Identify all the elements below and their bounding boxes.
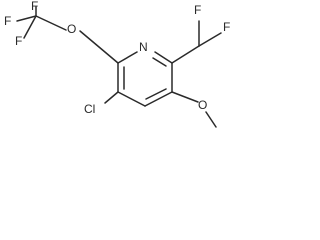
atom-labels: F F F O N F F Cl O [4, 0, 230, 116]
bond-cf3-o [35, 15, 67, 31]
atom-label-cf3-f-bottom: F [15, 34, 22, 48]
atom-label-cf3-f-left: F [4, 14, 11, 28]
chemical-structure: F F F O N F F Cl O [4, 0, 230, 128]
bond-chf2-f-right [198, 32, 222, 47]
bonds [16, 6, 222, 128]
bond-c2-n [117, 51, 138, 64]
bond-c4-c3 [117, 91, 146, 107]
atom-label-methoxy-oxygen: O [198, 98, 207, 112]
atom-label-ether-oxygen: O [67, 22, 76, 36]
bond-o-c2 [79, 30, 119, 64]
atom-label-chf2-f-right: F [223, 20, 230, 34]
atom-label-ring-nitrogen: N [139, 40, 148, 54]
bond-c5-o-methoxy [171, 91, 199, 103]
bond-o-methyl [205, 111, 217, 128]
atom-label-chf2-f-top: F [194, 3, 201, 17]
bond-c5-c4-double [145, 88, 167, 100]
bond-n-c6-double [152, 57, 167, 67]
atom-label-chlorine: Cl [84, 102, 95, 116]
bond-c3-cl [104, 91, 119, 104]
bond-c5-c4 [144, 91, 173, 107]
atom-label-cf3-f-top: F [31, 0, 38, 13]
bond-cf3-f-bottom [23, 15, 37, 39]
bond-n-c6 [154, 51, 173, 64]
bond-c6-chf2 [171, 45, 200, 64]
bond-cf3-f-left [16, 15, 37, 22]
